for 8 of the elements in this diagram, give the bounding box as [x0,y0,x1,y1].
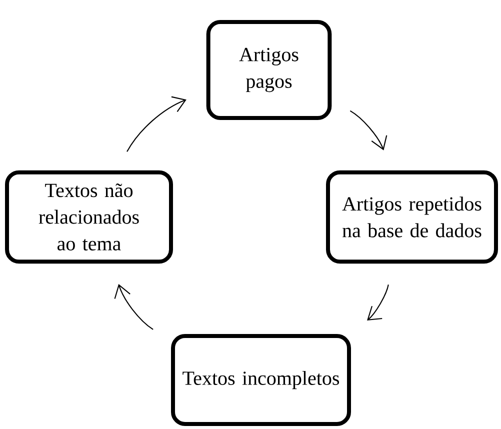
process-box: Artigos pagos [206,20,332,120]
arrow [350,110,388,150]
process-box: Textos não relacionados ao tema [5,170,173,264]
process-box: Artigos repetidos na base de dados [326,170,498,264]
arrow [367,284,389,320]
arrow [114,284,154,330]
process-box: Textos incompletos [171,334,351,426]
arrow [126,96,186,152]
